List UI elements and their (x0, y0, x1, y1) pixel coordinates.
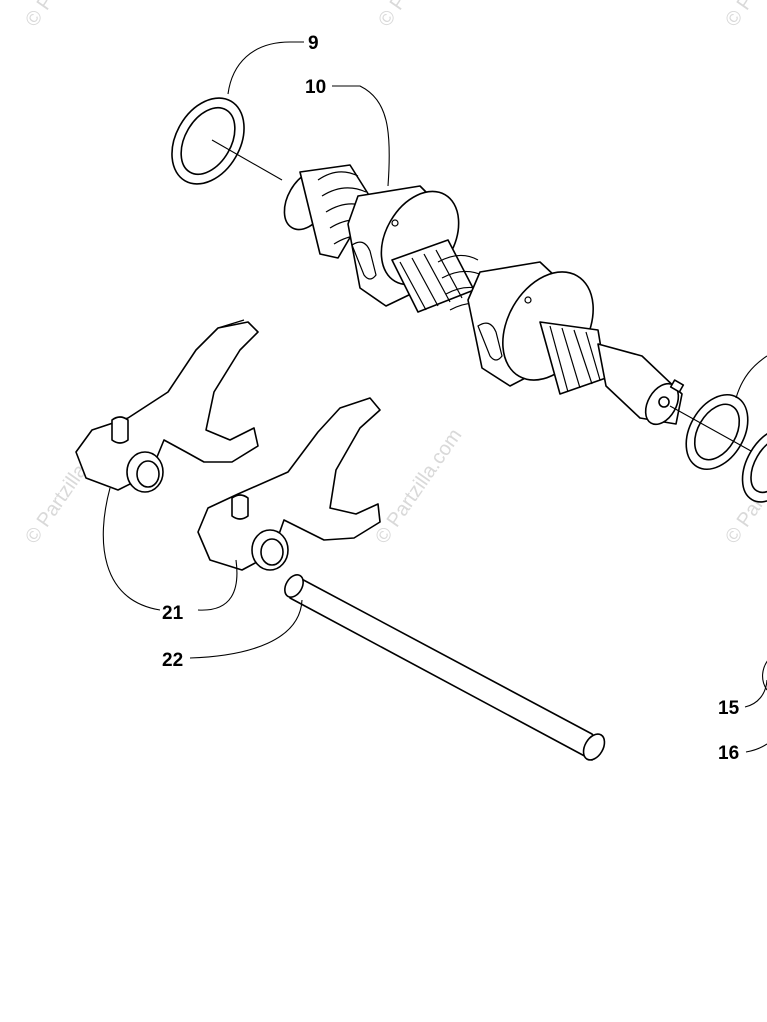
part-21-shift-fork-upper[interactable] (75, 319, 259, 493)
callout-21[interactable]: 21 (162, 603, 184, 624)
watermark-top-left: © Partzilla.com (21, 0, 116, 31)
callout-10[interactable]: 10 (305, 77, 326, 98)
part-21-shift-fork-lower[interactable] (197, 397, 381, 571)
watermark-mid-center: © Partzilla.com (371, 425, 466, 548)
part-15-washer[interactable] (669, 355, 767, 708)
leader-9 (227, 41, 304, 95)
watermark-top-center: © Partzilla.com (374, 0, 469, 31)
leader-21 (102, 487, 238, 611)
callout-16[interactable]: 16 (718, 743, 739, 764)
part-10-shaft-assembly[interactable] (275, 85, 685, 430)
callout-9[interactable]: 9 (308, 33, 319, 54)
callout-15[interactable]: 15 (718, 698, 740, 719)
part-22-shift-rod[interactable] (281, 572, 609, 764)
part-9-washer[interactable] (157, 85, 283, 197)
watermark-top-right: © Partzilla.com (721, 0, 767, 31)
callout-22[interactable]: 22 (162, 650, 183, 671)
leader-22 (189, 599, 303, 659)
part-16-washer[interactable] (730, 418, 767, 753)
